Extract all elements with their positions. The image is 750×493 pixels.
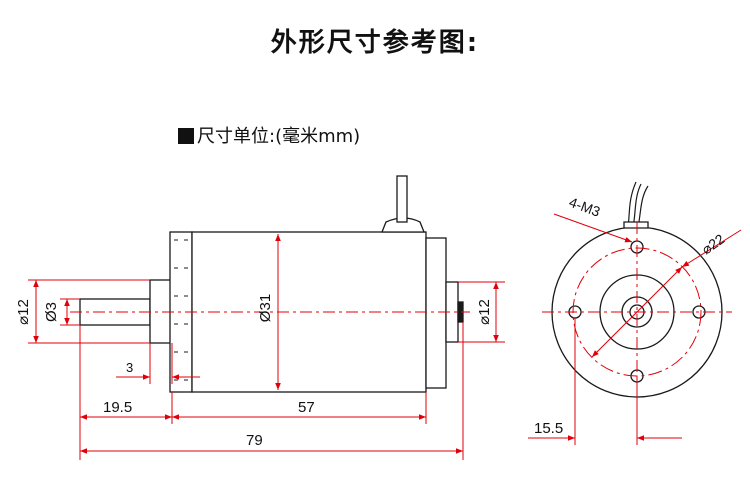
dim-rear-boss: ⌀12 [476,299,493,325]
dim-holes: 4-M3 [567,194,603,220]
lead-wire [396,175,408,223]
page-title: 外形尺寸参考图: [270,28,480,58]
vent-slots [174,239,188,381]
unit-label-text: 尺寸单位:(毫米mm) [197,126,361,147]
dim-shaft: Ø3 [43,302,60,322]
side-view [79,175,464,393]
dim-shaft-outer: ⌀12 [15,299,32,325]
front-wires [627,181,649,228]
dim-flange-step: 3 [126,360,133,375]
dim-total-length: 79 [246,432,263,449]
rear-cap [425,237,447,389]
square-bullet-icon [178,128,194,144]
dim-offset: 15.5 [534,420,563,437]
side-view-dimensions [28,234,505,460]
dim-body: Ø31 [257,294,274,322]
dim-front-length: 19.5 [103,399,132,416]
unit-label: 尺寸单位:(毫米mm) [178,122,360,148]
front-view-dimensions [528,213,742,445]
dim-body-length: 57 [298,399,315,416]
